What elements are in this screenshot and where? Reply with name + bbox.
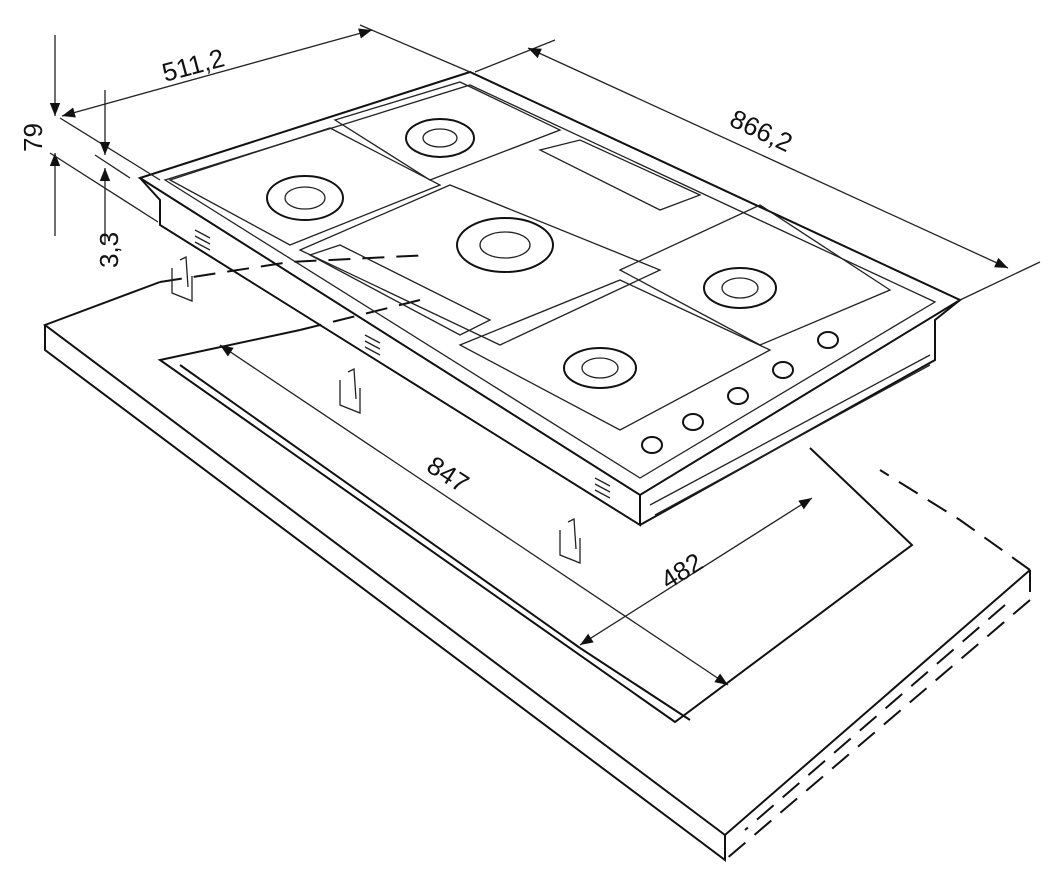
mounting-brackets	[171, 255, 581, 564]
vent-grilles	[194, 229, 611, 499]
thickness-label: 3,3	[94, 232, 124, 268]
burners	[266, 118, 777, 389]
dimension-lines	[49, 24, 1041, 686]
cutout-width-label: 847	[422, 450, 475, 499]
depth-label: 511,2	[159, 42, 228, 87]
height-label: 79	[18, 123, 48, 152]
width-label: 866,2	[725, 103, 797, 158]
cutout-outline	[157, 299, 914, 724]
gas-cooktop	[137, 70, 963, 527]
cutout-depth-label: 482	[655, 547, 708, 595]
